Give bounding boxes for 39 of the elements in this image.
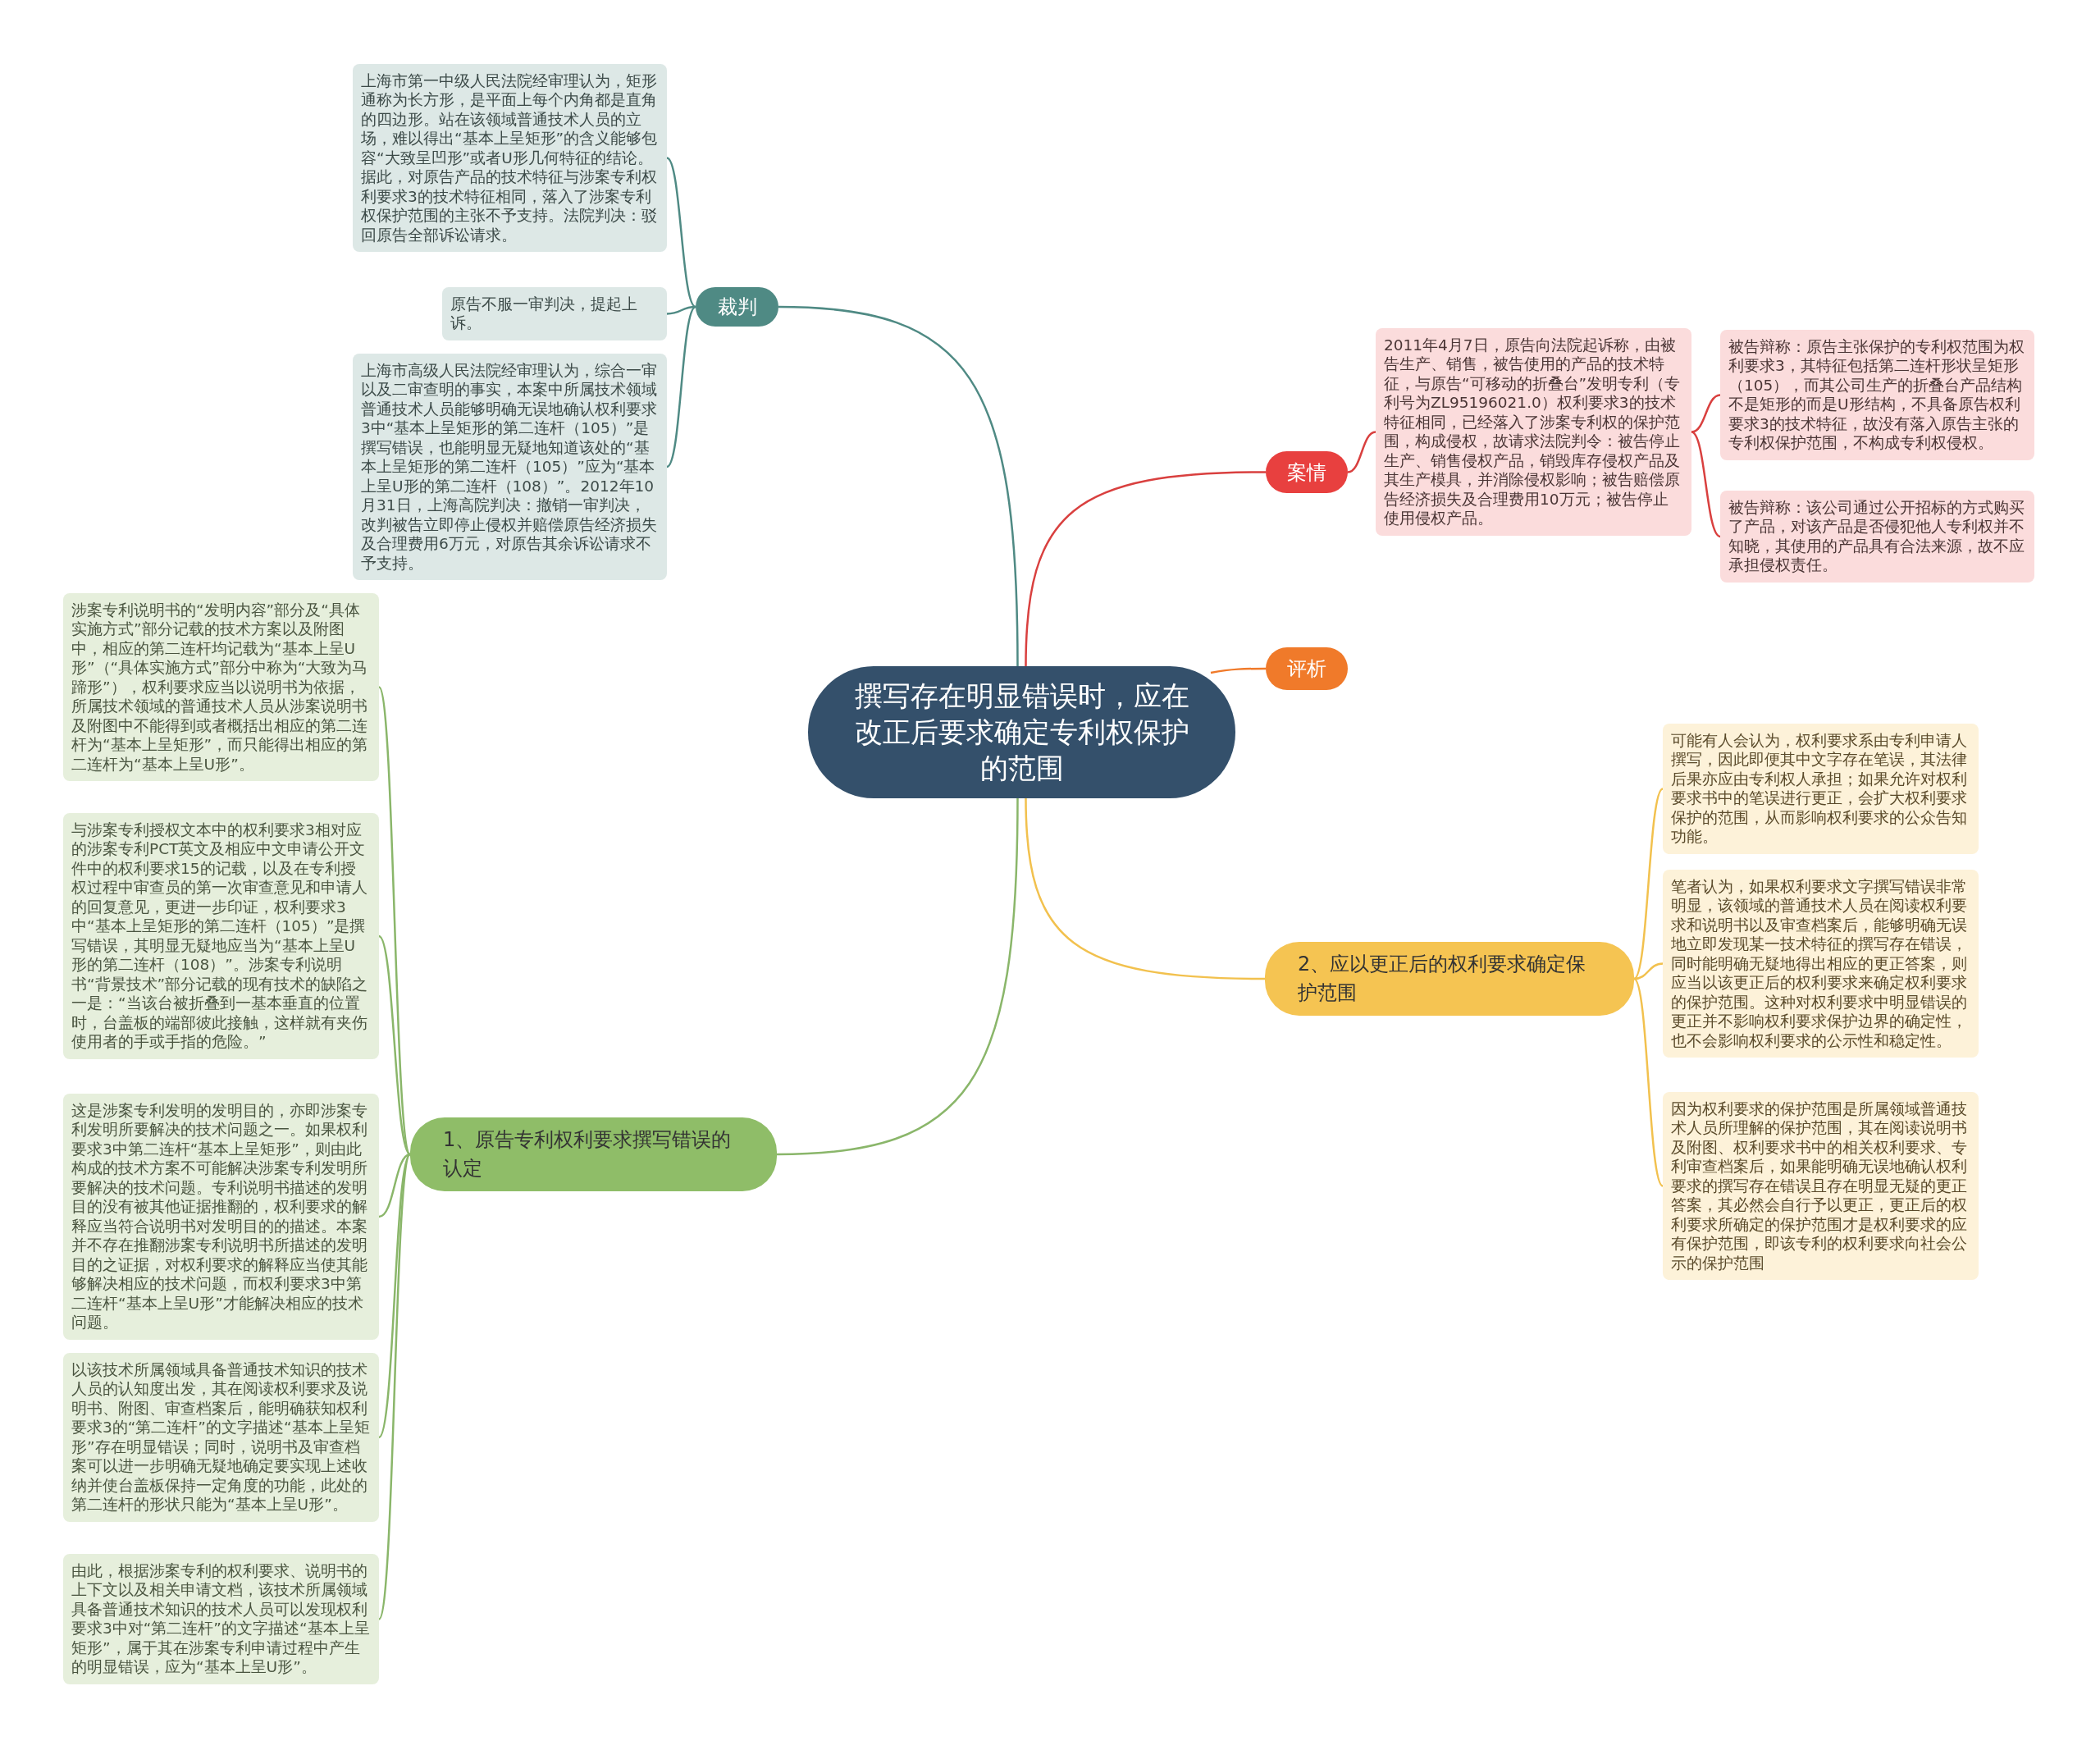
connector bbox=[1633, 978, 1664, 1187]
topic-pill: 1、原告专利权利要求撰写错误的认定 bbox=[410, 1117, 777, 1191]
connector bbox=[778, 305, 1019, 666]
topic-pill: 裁判 bbox=[696, 287, 778, 327]
connector bbox=[666, 306, 696, 468]
central-topic: 撰写存在明显错误时，应在改正后要求确定专利权保护的范围 bbox=[808, 666, 1235, 798]
connector bbox=[666, 305, 696, 315]
note-card: 上海市高级人民法院经审理认为，综合一审以及二审查明的事实，本案中所属技术领域普通技术人员能够明确无误地确认权利要求3中“基本上呈矩形的第二连杆（105）”是撰写错误，也能明显无疑地知道该处的“基本上呈矩形的第二连杆（105）”应为“基本上呈U形的第二连杆（108）”。2012年10月31日，上海高院判决：撤销一审判决，改判被告立即停止侵权并赔偿原告经济损失及合理费用6万元，对原告其余诉讼请求不予支持。 bbox=[353, 354, 667, 581]
note-card: 由此，根据涉案专利的权利要求、说明书的上下文以及相关申请文档，该技术所属领域具备普通技术知识的技术人员可以发现权利要求3中对“第二连杆”的文字描述“基本上呈矩形”，属于其在涉案专利申请过程中产生的明显错误，应为“基本上呈U形”。 bbox=[63, 1554, 379, 1684]
topic-pill: 2、应以更正后的权利要求确定保护范围 bbox=[1265, 942, 1634, 1016]
note-card: 被告辩称：原告主张保护的专利权范围为权利要求3，其特征包括第二连杆形状呈矩形（105），而其公司生产的折叠台产品结构不是矩形的而是U形结构，不具备原告权利要求3的技术特征，故没有落入原告主张的专利权保护范围，不构成专利权侵权。 bbox=[1720, 330, 2034, 460]
connector bbox=[1025, 797, 1266, 980]
topic-pill: 案情 bbox=[1266, 451, 1348, 493]
connector bbox=[1633, 962, 1664, 980]
note-card: 涉案专利说明书的“发明内容”部分及“具体实施方式”部分记载的技术方案以及附图中，相应的第二连杆均记载为“基本上呈U形”（“具体实施方式”部分中称为“大致为马蹄形”），权利要求应当以说明书为依据，所属技术领域的普通技术人员从涉案说明书及附图中不能得到或者概括出相应的第二连杆为“基本上呈矩形”，而只能得出相应的第二连杆为“基本上呈U形”。 bbox=[63, 593, 379, 782]
note-card: 这是涉案专利发明的发明目的，亦即涉案专利发明所要解决的技术问题之一。如果权利要求3中第二连杆“基本上呈矩形”，则由此构成的技术方案不可能解决涉案专利发明所要解决的技术问题。专利说明书描述的发明目的没有被其他证据推翻的，权利要求的解释应当符合说明书对发明目的的描述。本案并不存在推翻涉案专利说明书所描述的发明目的之证据，对权利要求的解释应当使其能够解决相应的技术问题，而权利要求3中第二连杆“基本上呈U形”才能解决相应的技术问题。 bbox=[63, 1094, 379, 1340]
note-card: 2011年4月7日，原告向法院起诉称，由被告生产、销售，被告使用的产品的技术特征，与原告“可移动的折叠台”发明专利（专利号为ZL95196021.0）权利要求3的技术特征相同，已经落入了涉案专利权的保护范围，构成侵权，故请求法院判令：被告停止生产、销售侵权产品，销毁库存侵权产品及其生产模具，并消除侵权影响；被告赔偿原告经济损失及合理费用10万元；被告停止使用侵权产品。 bbox=[1376, 328, 1691, 536]
topic-pill: 评析 bbox=[1266, 647, 1348, 690]
connector bbox=[1691, 431, 1721, 538]
connector bbox=[377, 1154, 412, 1438]
connector bbox=[776, 798, 1019, 1156]
connector bbox=[1347, 431, 1376, 473]
note-card: 被告辩称：该公司通过公开招标的方式购买了产品，对该产品是否侵犯他人专利权并不知晓，其使用的产品具有合法来源，故不应承担侵权责任。 bbox=[1720, 491, 2034, 583]
connector bbox=[377, 687, 412, 1155]
connector bbox=[378, 1153, 411, 1218]
note-card: 可能有人会认为，权利要求系由专利申请人撰写，因此即便其中文字存在笔误，其法律后果亦应由专利权人承担；如果允许对权利要求书中的笔误进行更正，会扩大权利要求保护的范围，从而影响权利要求的公众告知功能。 bbox=[1663, 724, 1979, 854]
connector bbox=[1210, 667, 1266, 674]
connector bbox=[1691, 394, 1721, 433]
connector bbox=[1025, 471, 1267, 667]
note-card: 与涉案专利授权文本中的权利要求3相对应的涉案专利PCT英文及相应中文申请公开文件中的权利要求15的记载，以及在专利授权过程中审查员的第一次审查意见和申请人的回复意见，更进一步印证，权利要求3中“基本上呈矩形的第二连杆（105）”是撰写错误，其明显无疑地应当为“基本上呈U形的第二连杆（108）”。涉案专利说明书“背景技术”部分记载的现有技术的缺陷之一是：“当该台被折叠到一基本垂直的位置时，台盖板的端部彼此接触，这样就有夹伤使用者的手或手指的危险。” bbox=[63, 813, 379, 1059]
connector bbox=[377, 1154, 412, 1620]
note-card: 原告不服一审判决，提起上诉。 bbox=[442, 287, 667, 340]
connector bbox=[1633, 788, 1664, 980]
note-card: 上海市第一中级人民法院经审理认为，矩形通称为长方形，是平面上每个内角都是直角的四边形。站在该领域普通技术人员的立场，难以得出“基本上呈矩形”的含义能够包容“大致呈凹形”或者U形几何特征的结论。据此，对原告产品的技术特征与涉案专利权利要求3的技术特征相同，落入了涉案专利权保护范围的主张不予支持。法院判决：驳回原告全部诉讼请求。 bbox=[353, 64, 667, 253]
note-card: 因为权利要求的保护范围是所属领域普通技术人员所理解的保护范围，其在阅读说明书及附图、权利要求书中的相关权利要求、专利审查档案后，如果能明确无误地确认权利要求的撰写存在错误且存在明显无疑的更正答案，其必然会自行予以更正，更正后的权利要求所确定的保护范围才是权利要求的应有保护范围，即该专利的权利要求向社会公示的保护范围 bbox=[1663, 1092, 1979, 1281]
connector bbox=[378, 935, 411, 1155]
note-card: 以该技术所属领域具备普通技术知识的技术人员的认知度出发，其在阅读权利要求及说明书、附图、审查档案后，能明确获知权利要求3的“第二连杆”的文字描述“基本上呈矩形”存在明显错误；同时，说明书及审查档案可以进一步明确无疑地确定要实现上述收纳并使台盖板保持一定角度的功能，此处的第二连杆的形状只能为“基本上呈U形”。 bbox=[63, 1353, 379, 1522]
note-card: 笔者认为，如果权利要求文字撰写错误非常明显，该领域的普通技术人员在阅读权利要求和说明书以及审查档案后，能够明确无误地立即发现某一技术特征的撰写存在错误，同时能明确无疑地得出相应的更正答案，则应当以该更正后的权利要求来确定权利要求的保护范围。这种对权利要求中明显错误的更正并不影响权利要求保护边界的确定性，也不会影响权利要求的公示性和稳定性。 bbox=[1663, 870, 1979, 1058]
connector bbox=[666, 157, 696, 308]
